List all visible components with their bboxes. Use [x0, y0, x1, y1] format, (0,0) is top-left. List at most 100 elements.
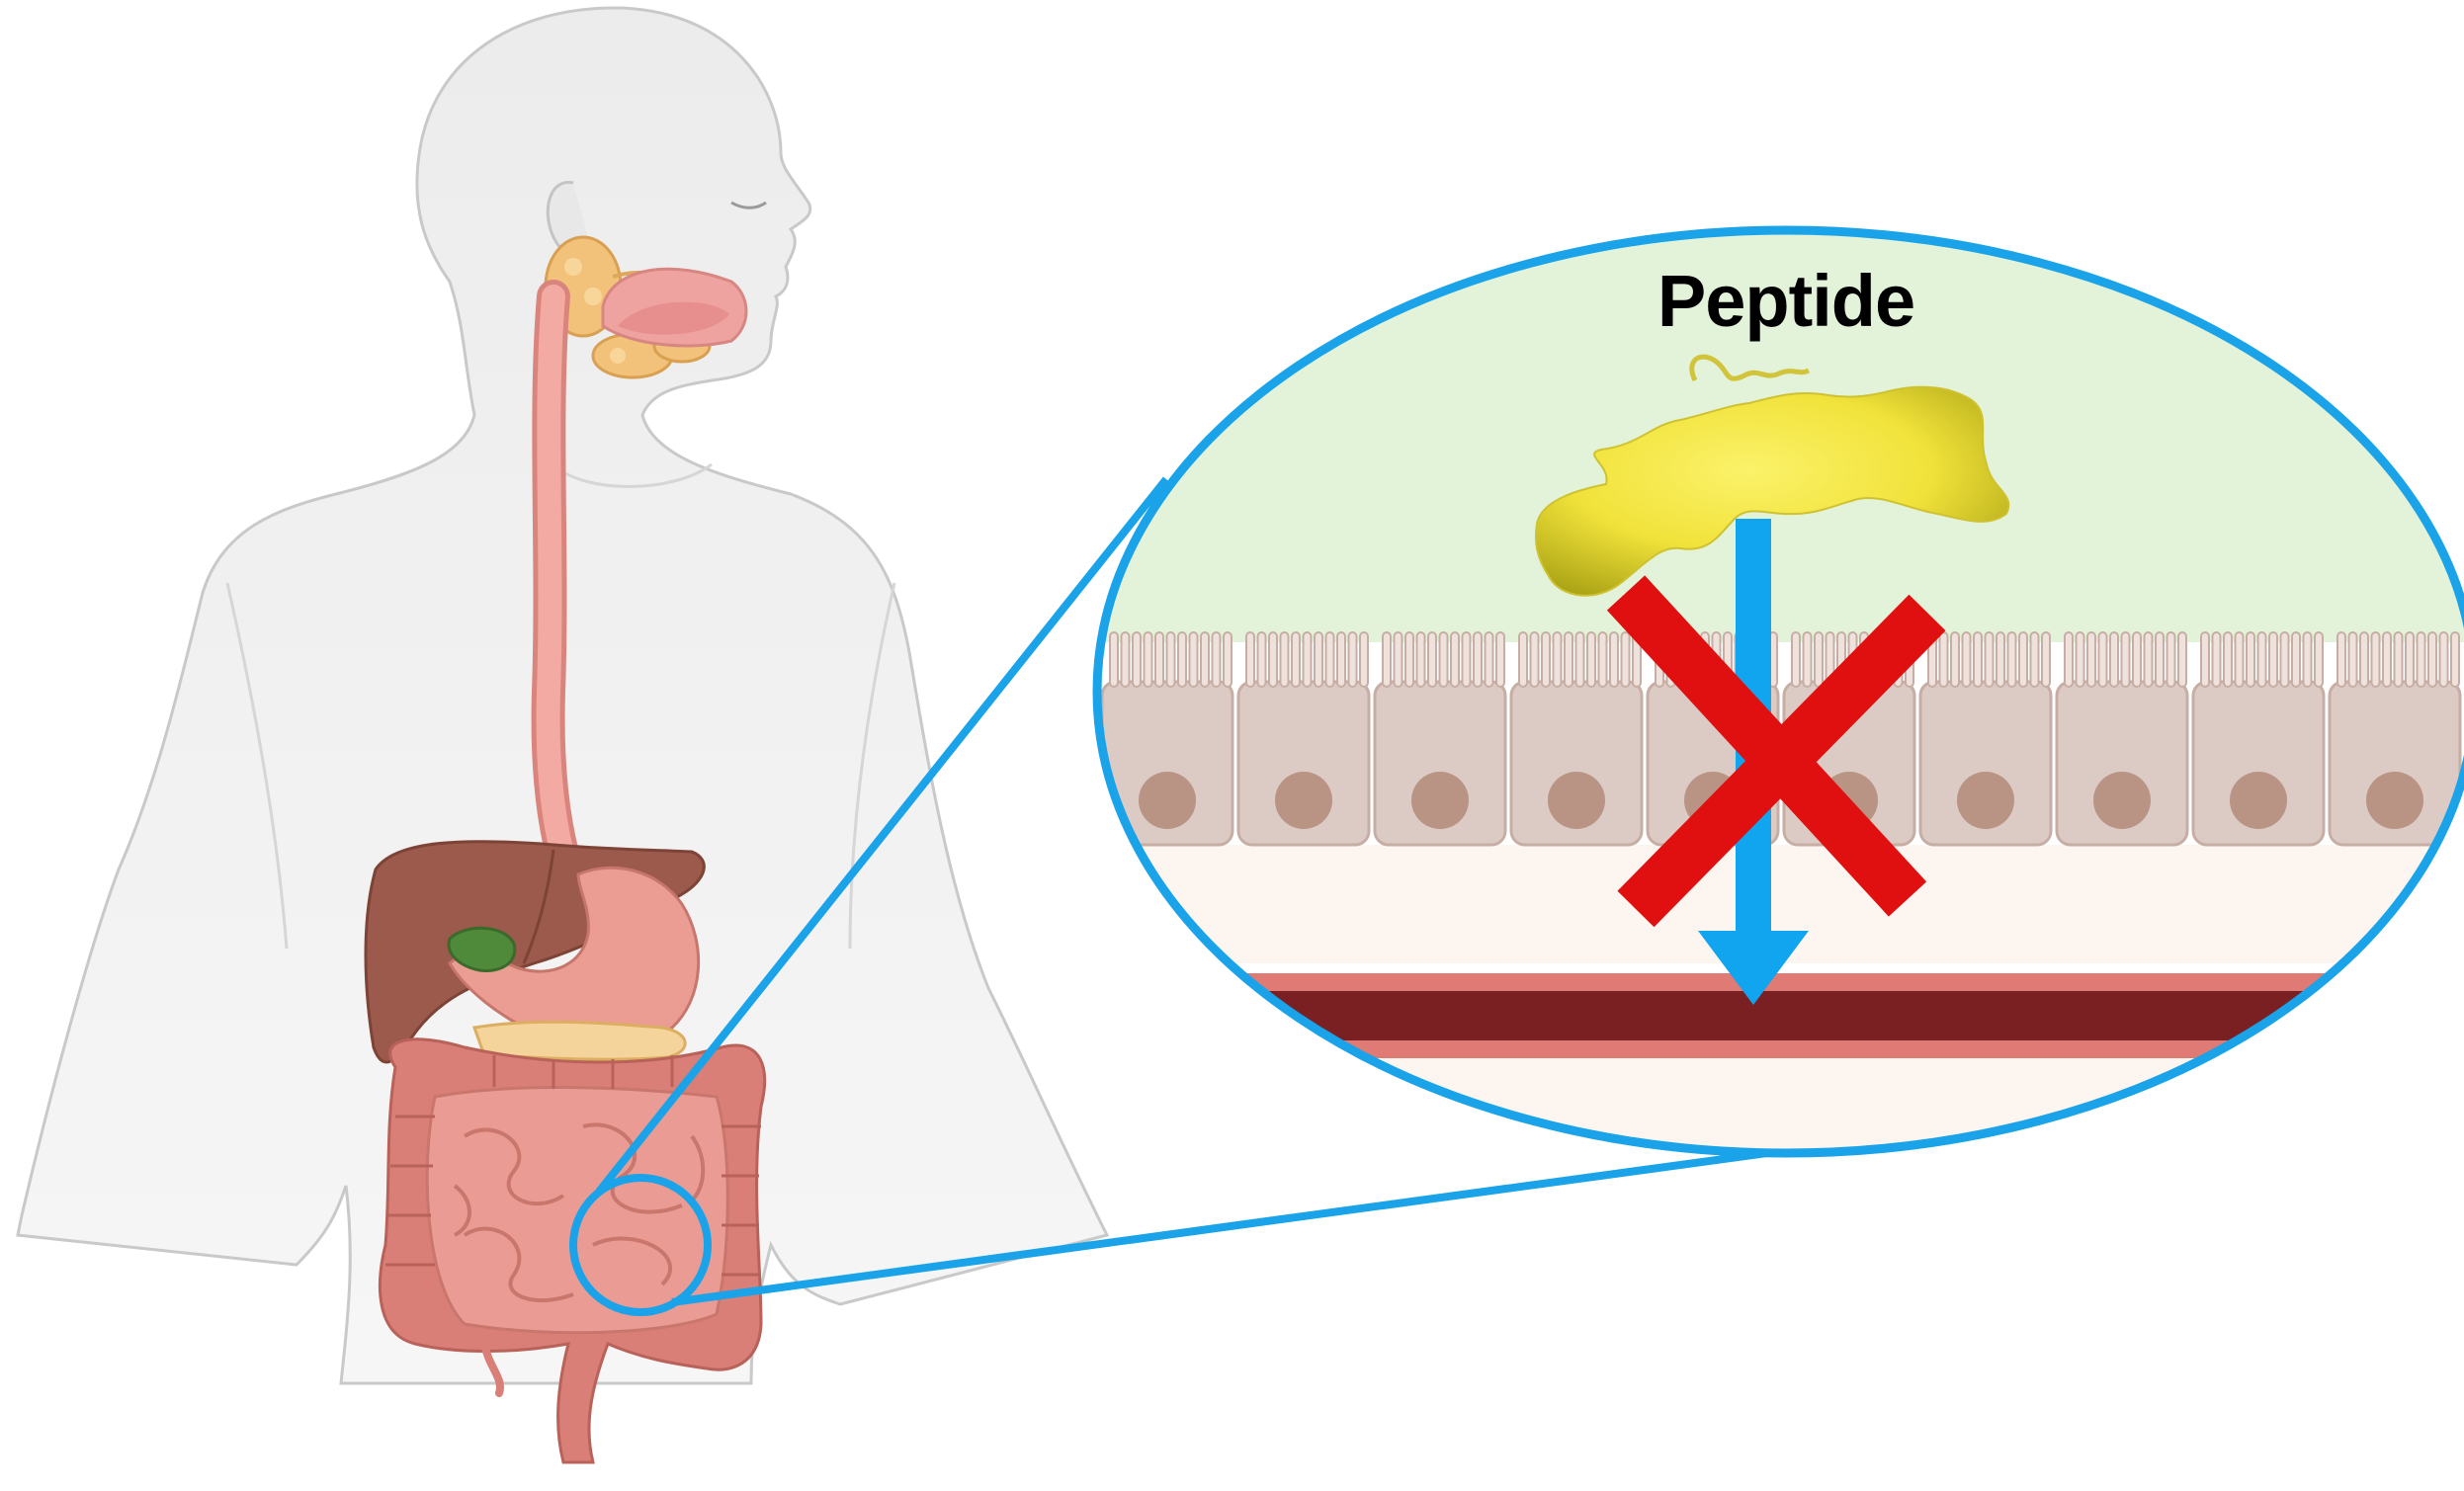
microvillus [1428, 632, 1436, 687]
microvillus [2224, 632, 2232, 687]
submucosa [1087, 1058, 2464, 1177]
microvillus [2440, 632, 2448, 687]
microvillus [1599, 632, 1607, 687]
microvillus [2008, 632, 2016, 687]
microvillus [2304, 632, 2312, 687]
microvillus [2031, 632, 2039, 687]
cell-nucleus [1548, 772, 1605, 829]
microvillus [1519, 632, 1527, 687]
microvillus [2087, 632, 2095, 687]
microvillus [1622, 632, 1630, 687]
microvillus [1940, 632, 1948, 687]
microvillus [1804, 632, 1812, 687]
microvillus [2360, 632, 2368, 687]
microvillus [2065, 632, 2073, 687]
microvillus [2167, 632, 2175, 687]
cell-nucleus [2230, 772, 2287, 829]
microvillus [1155, 632, 1163, 687]
microvillus [2258, 632, 2266, 687]
microvillus [2178, 632, 2186, 687]
microvillus [1281, 632, 1289, 687]
microvillus [1542, 632, 1550, 687]
microvillus [1201, 632, 1209, 687]
microvillus [1974, 632, 1982, 687]
microvillus [1304, 632, 1312, 687]
microvillus [1383, 632, 1391, 687]
microvillus [2281, 632, 2289, 687]
microvillus [1951, 632, 1959, 687]
microvillus [1224, 632, 1232, 687]
microvillus [1110, 632, 1118, 687]
cell-nucleus [1411, 772, 1469, 829]
cell-nucleus [2366, 772, 2423, 829]
microvillus [1145, 632, 1152, 687]
microvillus [2247, 632, 2254, 687]
microvillus [2406, 632, 2414, 687]
microvillus [1463, 632, 1471, 687]
microvillus [2236, 632, 2244, 687]
microvillus [1395, 632, 1402, 687]
microvillus [2418, 632, 2425, 687]
microvillus [2077, 632, 2084, 687]
microvillus [2395, 632, 2403, 687]
microvillus [1337, 632, 1345, 687]
microvillus [1326, 632, 1334, 687]
cell-nucleus [1957, 772, 2014, 829]
blood-vessel-top-wall [1087, 973, 2464, 991]
microvillus [1997, 632, 2004, 687]
microvillus [1417, 632, 1425, 687]
microvillus [2315, 632, 2323, 687]
microvillus [1963, 632, 1971, 687]
microvillus [2019, 632, 2027, 687]
microvillus [2156, 632, 2164, 687]
peptide-label: Peptide [1657, 260, 1914, 342]
blood-vessel-bottom-wall [1087, 1040, 2464, 1058]
microvillus [1167, 632, 1175, 687]
microvillus [1440, 632, 1448, 687]
microvillus [1792, 632, 1800, 687]
microvillus [2292, 632, 2300, 687]
microvillus [1486, 632, 1493, 687]
microvillus [2269, 632, 2277, 687]
microvillus [2372, 632, 2380, 687]
microvillus [1474, 632, 1482, 687]
intestine-detail: Peptide [1087, 217, 2464, 1177]
microvillus [1213, 632, 1221, 687]
microvillus [1554, 632, 1562, 687]
microvillus [1133, 632, 1141, 687]
microvillus [1565, 632, 1572, 687]
microvillus [2099, 632, 2107, 687]
microvillus [1986, 632, 1994, 687]
microvillus [2122, 632, 2130, 687]
microvillus [1349, 632, 1357, 687]
microvillus [1576, 632, 1584, 687]
microvillus [1122, 632, 1130, 687]
microvillus [1405, 632, 1413, 687]
microvillus [2133, 632, 2141, 687]
microvillus [2145, 632, 2153, 687]
microvillus [2451, 632, 2459, 687]
cell-nucleus [1275, 772, 1332, 829]
microvillus [1531, 632, 1539, 687]
microvillus [2337, 632, 2345, 687]
microvillus [2110, 632, 2118, 687]
microvillus [1178, 632, 1186, 687]
microvillus [1315, 632, 1322, 687]
microvillus [1587, 632, 1595, 687]
microvillus [2428, 632, 2436, 687]
microvillus [2042, 632, 2050, 687]
microvillus [1360, 632, 1368, 687]
cell-nucleus [1139, 772, 1196, 829]
microvillus [1246, 632, 1254, 687]
cell-nucleus [2093, 772, 2151, 829]
microvillus [1190, 632, 1198, 687]
microvillus [1269, 632, 1277, 687]
microvillus [1496, 632, 1504, 687]
microvillus [1451, 632, 1459, 687]
microvillus [1258, 632, 1266, 687]
microvillus [1815, 632, 1823, 687]
microvillus [1610, 632, 1618, 687]
microvillus [2201, 632, 2209, 687]
microvillus [2349, 632, 2357, 687]
